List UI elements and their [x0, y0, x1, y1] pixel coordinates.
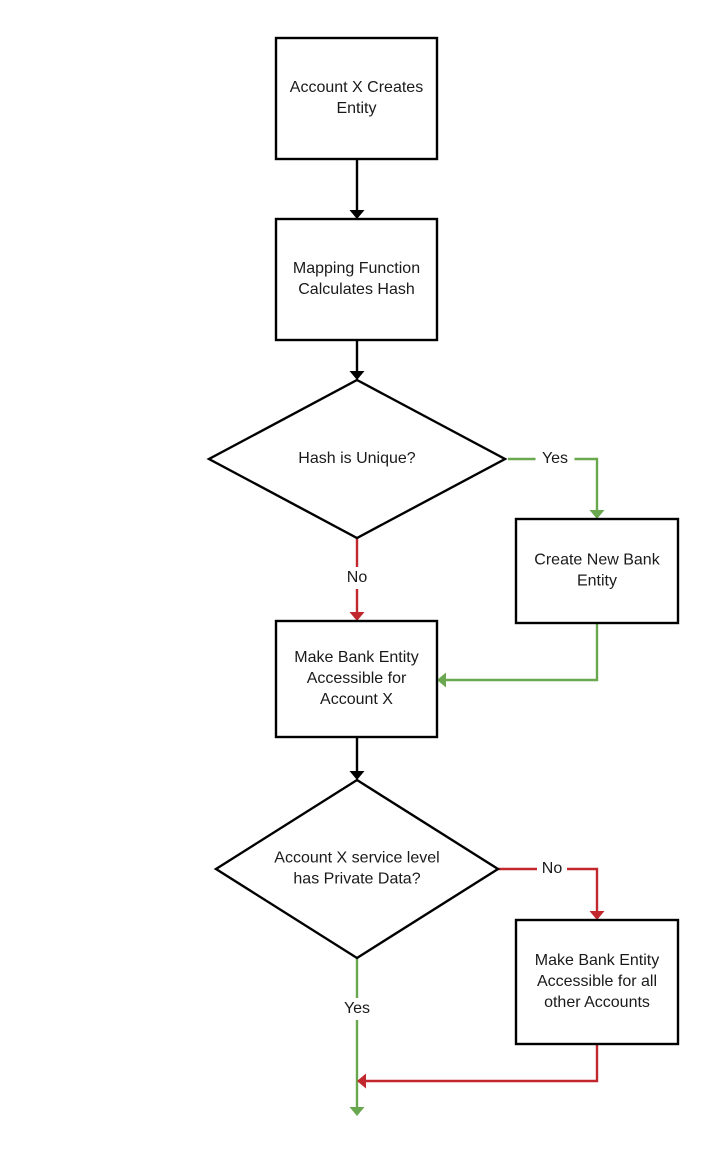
edge-path	[498, 867, 599, 914]
edge-label-e4: No	[342, 567, 372, 589]
edge-e1	[349, 159, 365, 219]
edge-label-text: No	[347, 569, 368, 586]
edge-path	[443, 623, 599, 682]
node-diamond	[213, 778, 501, 960]
node-rect	[514, 517, 680, 625]
arrow-head	[349, 371, 365, 380]
arrow-head	[349, 612, 365, 621]
edges-layer	[349, 159, 605, 1116]
edge-label-text: Yes	[344, 1000, 370, 1017]
edge-e8	[349, 958, 365, 1116]
edge-label-e7: No	[537, 858, 567, 880]
arrow-head	[357, 1073, 366, 1089]
edge-e2	[349, 340, 365, 380]
node-rect	[514, 918, 680, 1046]
arrow-head	[349, 771, 365, 780]
edge-e6	[349, 737, 365, 780]
arrow-head	[349, 210, 365, 219]
arrow-head	[589, 510, 605, 519]
edge-label-backdrop	[342, 567, 372, 589]
edge-path	[363, 1044, 599, 1083]
node-diamond	[206, 378, 508, 540]
edge-e9	[357, 1044, 599, 1089]
edge-label-backdrop	[537, 858, 567, 880]
arrow-head	[437, 672, 446, 688]
arrow-head	[349, 1107, 365, 1116]
edge-label-text: Yes	[542, 450, 568, 467]
edge-e5	[437, 623, 599, 688]
edge-e7	[498, 867, 605, 920]
arrow-head	[589, 911, 605, 920]
node-rect	[274, 36, 439, 161]
edge-label-e8: Yes	[337, 998, 377, 1020]
node-d1[interactable]: Hash is Unique?	[206, 378, 508, 540]
edge-label-backdrop	[535, 448, 575, 470]
node-rect	[274, 217, 439, 342]
edge-label-text: No	[542, 860, 563, 877]
edge-label-backdrop	[337, 998, 377, 1020]
edge-label-e3: Yes	[535, 448, 575, 470]
node-rect	[274, 619, 439, 739]
node-label: Hash is Unique?	[298, 450, 416, 467]
